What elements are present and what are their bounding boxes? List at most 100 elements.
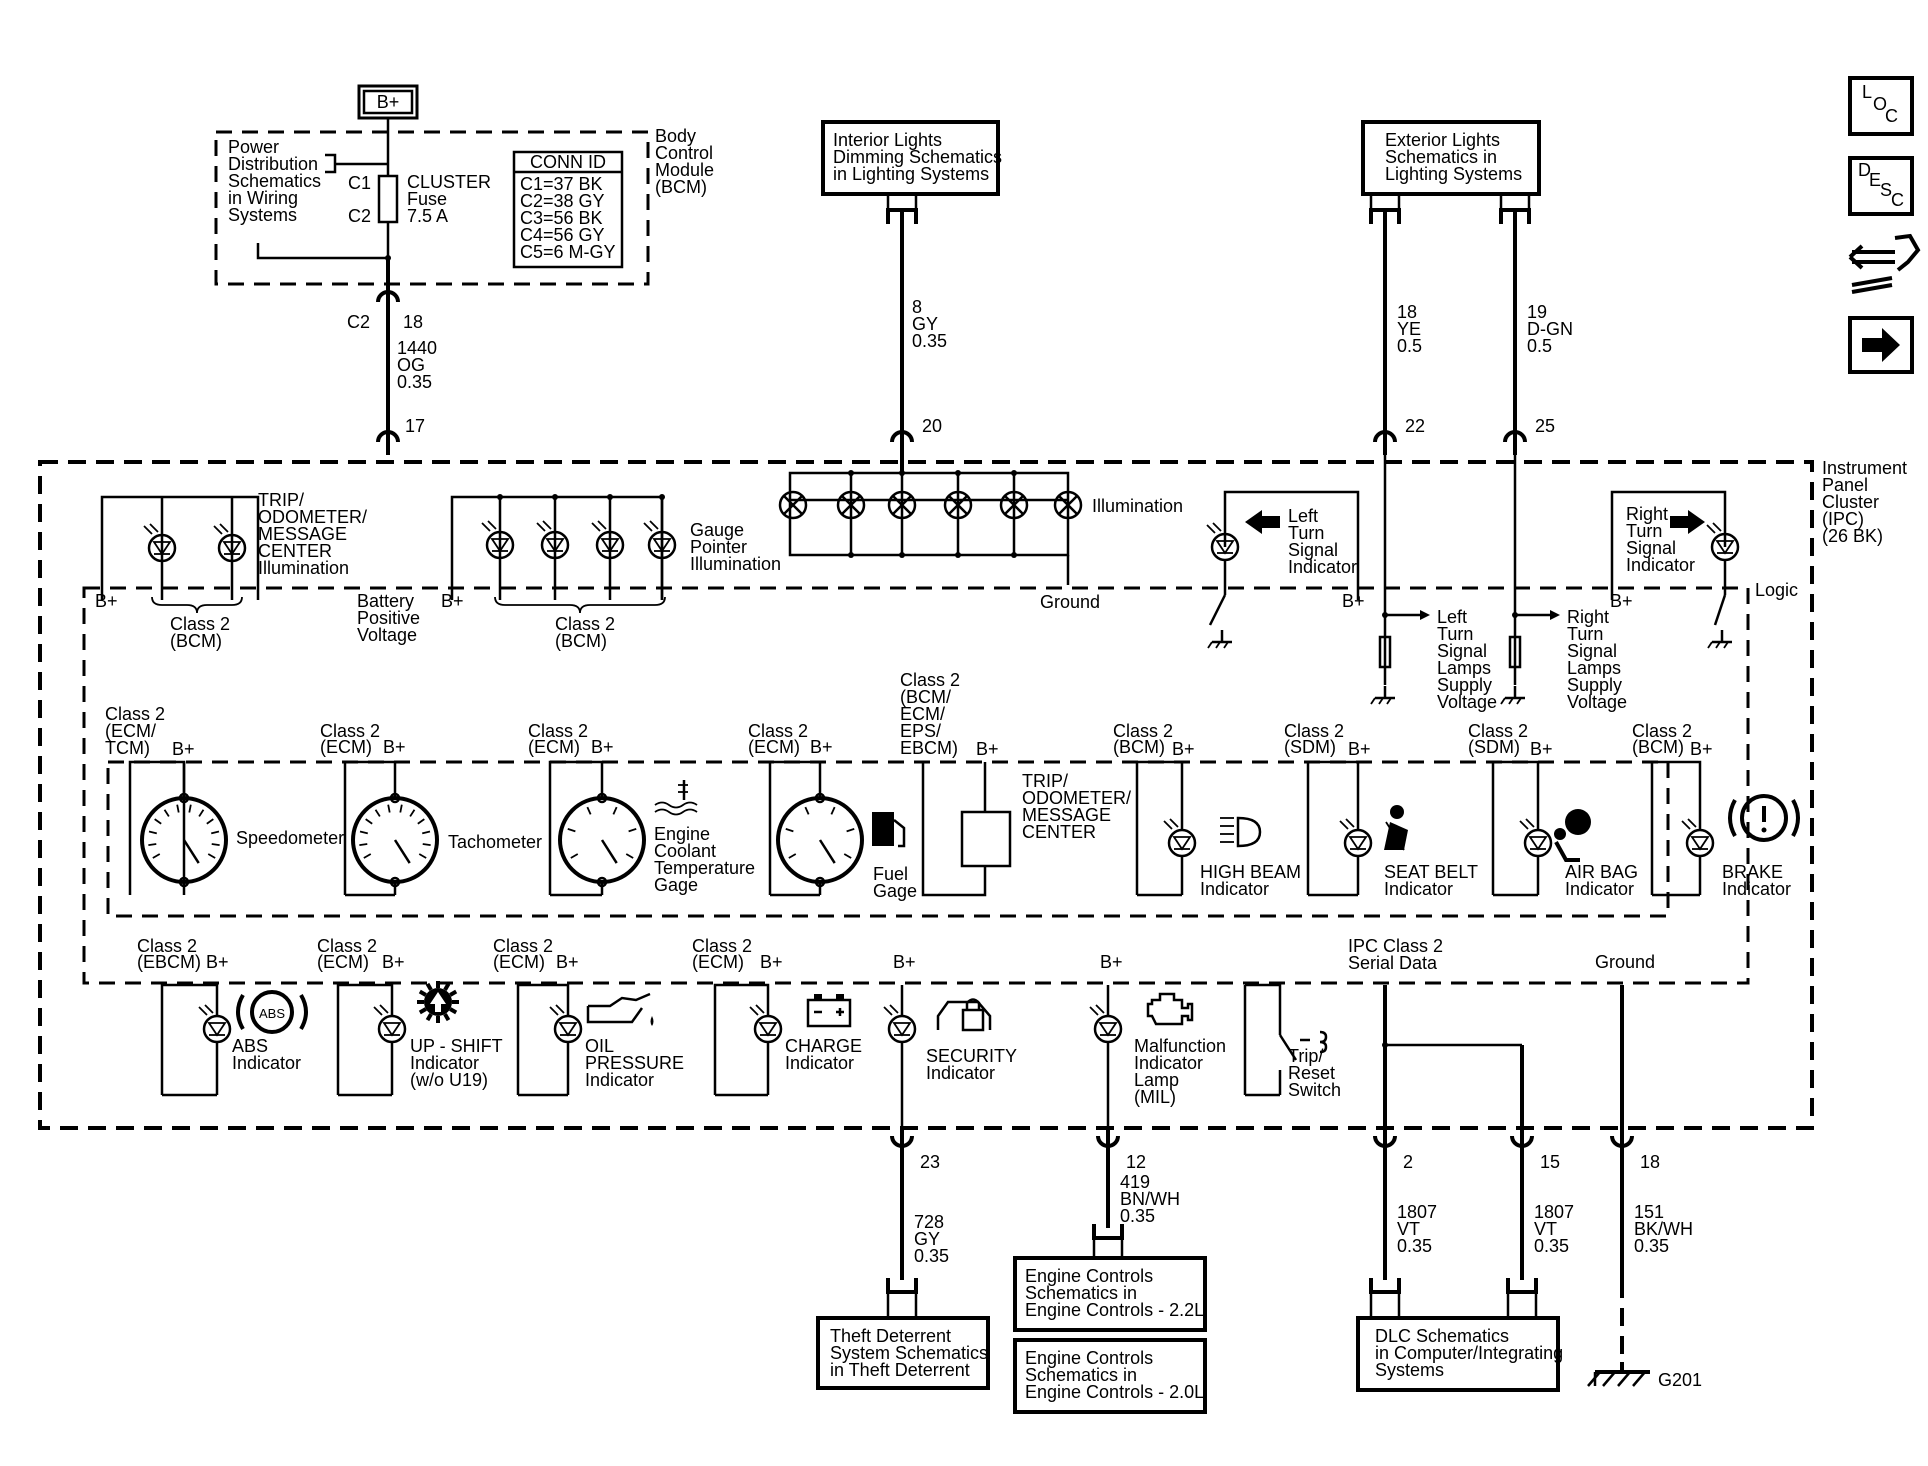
led-circle — [485, 530, 515, 560]
conn-id-title: CONN ID — [530, 152, 606, 172]
diode-symbol — [1528, 836, 1548, 851]
gauge-tick — [625, 853, 634, 859]
power-distribution-label-line: in Wiring — [228, 188, 298, 208]
bcm-boundary — [214, 130, 650, 286]
light-ray — [1163, 820, 1173, 830]
theft-ref-label-line: Theft Deterrent — [830, 1326, 951, 1346]
gauge-tick — [152, 853, 161, 859]
ground-label: Ground — [1595, 952, 1655, 972]
ecm-label: (ECM) — [320, 737, 372, 757]
led-circle — [147, 533, 177, 563]
bplus-label: B+ — [1342, 591, 1365, 611]
class2-label: Class 2 — [692, 936, 752, 956]
light-ray — [649, 520, 659, 530]
gauge-tick — [210, 830, 220, 835]
class2-label: Class 2 — [320, 721, 380, 741]
gear-tooth — [443, 982, 451, 991]
g201-ground: G201 — [1587, 1362, 1702, 1390]
gauge-pointer-label-line: Pointer — [690, 537, 747, 557]
trip-illum-label-line: TRIP/ — [258, 490, 304, 510]
right-turn-label-line: Indicator — [1626, 555, 1695, 575]
diode-symbol — [1348, 836, 1368, 851]
c2-pin-label: C2 — [347, 312, 370, 332]
left-lamps-label-line: Supply — [1437, 675, 1492, 695]
trip-center-label-line: MESSAGE — [1022, 805, 1111, 825]
led-circle — [753, 1014, 783, 1044]
wire-8-label-line: 8 — [912, 297, 922, 317]
bcm-label: (BCM) — [1632, 737, 1684, 757]
light-ray — [883, 1006, 893, 1016]
gauge-tick — [207, 853, 216, 859]
ground-hatch — [1223, 641, 1229, 649]
gauge-tick — [148, 830, 158, 835]
terminal — [814, 994, 822, 1000]
gauge-loop — [548, 760, 602, 895]
pin-18b-pin-label: 18 — [1640, 1152, 1660, 1172]
gauge-loop — [128, 760, 186, 895]
gauge-tick — [570, 853, 579, 859]
gauge-tick — [359, 843, 368, 847]
light-ray — [1525, 818, 1535, 828]
pin-23-wire-label-line: GY — [914, 1229, 940, 1249]
ground-label: Ground — [1040, 592, 1100, 612]
ground-hatch — [1386, 697, 1392, 705]
pin-23-wire-label-line: 728 — [914, 1212, 944, 1232]
brake-circle — [1740, 794, 1788, 842]
fuel-hose — [893, 819, 906, 848]
gear-tooth — [449, 989, 458, 997]
class2-bcm-label-line: Class 2 — [170, 614, 230, 634]
diode-symbol — [652, 538, 672, 553]
conn-id-table — [512, 150, 624, 269]
dlc-ref-box — [1356, 1316, 1560, 1392]
exterior-ref-label-line: Exterior Lights — [1385, 130, 1500, 150]
led-circle — [1523, 828, 1553, 858]
gear-tooth — [443, 1013, 451, 1022]
pin-23-connector — [890, 1135, 914, 1148]
power-distribution-label-line: Systems — [228, 205, 297, 225]
illumination-label: Illumination — [1092, 496, 1183, 516]
pin-23-pin-label: 23 — [920, 1152, 940, 1172]
diode-symbol — [207, 1022, 227, 1037]
high-beam-icon — [1220, 816, 1262, 848]
ground-hatch — [1602, 1371, 1616, 1387]
diode-symbol — [382, 1022, 402, 1037]
loc-icon — [1848, 76, 1914, 136]
gauge-tick — [843, 853, 852, 859]
light-ray — [1212, 522, 1222, 532]
c1-label: C1 — [348, 173, 371, 193]
trip-illum-label-line: CENTER — [258, 541, 332, 561]
coolant-label-line: Gage — [654, 875, 698, 895]
wire-19-label-line: 0.5 — [1527, 336, 1552, 356]
gauge-tick — [399, 804, 403, 813]
led-icon — [213, 523, 247, 563]
diode-symbol — [558, 1022, 578, 1037]
interior-ref-label-line: in Lighting Systems — [833, 164, 989, 184]
abs-label-line: ABS — [232, 1036, 268, 1056]
battery-body — [806, 998, 852, 1028]
left-turn-label-line: Left — [1288, 506, 1318, 526]
abs-label-line: Indicator — [232, 1053, 301, 1073]
power-distribution-label-line: Schematics — [228, 171, 321, 191]
bcm-label-line: Module — [655, 160, 714, 180]
led-icon — [591, 520, 625, 560]
ecm-label: (ECM) — [692, 952, 744, 972]
conn-id-row-line: C3=56 BK — [520, 208, 603, 228]
bulb-icon — [1053, 490, 1083, 520]
trip-loop — [921, 762, 987, 897]
theft-ref-label-line: System Schematics — [830, 1343, 988, 1363]
trip-center-box — [960, 810, 1012, 868]
ind-loop — [713, 983, 770, 1095]
left-turn-loop — [1223, 490, 1360, 600]
left-lamps-label-line: Left — [1437, 607, 1467, 627]
light-ray — [487, 520, 497, 530]
desc-letter: S — [1880, 180, 1892, 200]
belt — [1385, 821, 1405, 851]
